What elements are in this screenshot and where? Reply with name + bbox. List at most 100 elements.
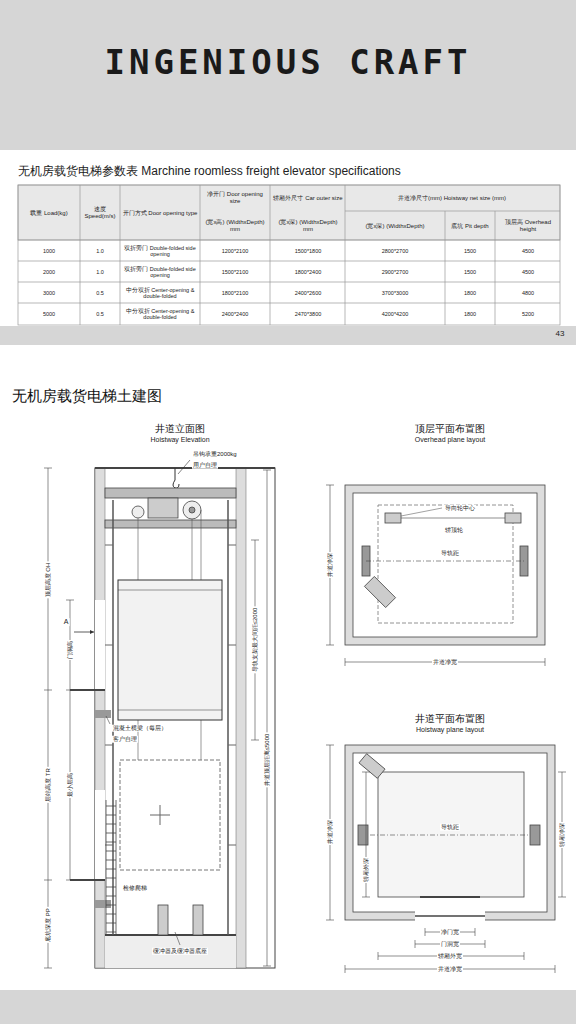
dimension-line	[263, 470, 271, 471]
background-band	[0, 326, 576, 345]
hoistway-plan	[358, 825, 368, 845]
overhead-plan	[345, 485, 545, 645]
callout-label: 客户自理	[112, 736, 138, 743]
overhead-plan	[385, 513, 401, 523]
view-subtitle: Hoistway plane layout	[416, 726, 484, 734]
hoistway-elevation	[95, 467, 275, 469]
hoistway-plan	[420, 896, 480, 898]
hoist-rope	[201, 510, 202, 580]
rail-bracket	[105, 545, 113, 546]
view-subtitle: Hoistway Elevation	[150, 436, 209, 444]
table-header: 载重 Load(kg)	[20, 210, 78, 217]
dimension-line	[475, 928, 476, 936]
dimension-line	[326, 645, 334, 646]
table-header: 轿厢外尺寸 Car outer size	[273, 195, 343, 202]
dimension-line	[251, 540, 259, 541]
table-header: (宽x高) (WidthxDepth) mm	[201, 219, 269, 232]
view-title: 顶层平面布置图	[415, 423, 485, 434]
dimension-label: 导轨距	[440, 824, 460, 831]
table-cell: 4800	[497, 289, 559, 295]
machine-beam	[105, 488, 236, 528]
dimension-line	[175, 932, 180, 945]
hoistway-plan	[415, 911, 485, 921]
hoist-hook	[178, 460, 190, 474]
overhead-plan	[401, 518, 505, 519]
table-cell: 3000	[20, 289, 78, 295]
view-title: 井道平面布置图	[415, 713, 485, 724]
view-subtitle: Overhead plane layout	[415, 436, 485, 444]
callout-label: 缓冲器及缓冲器底座	[152, 948, 208, 955]
hoistway-elevation	[70, 879, 105, 881]
dimension-line	[44, 468, 52, 469]
dimension-line	[66, 600, 74, 601]
dimension-label: 井道净宽	[432, 659, 458, 666]
spec-table	[18, 185, 560, 325]
spec-table	[18, 282, 560, 283]
dimension-line	[44, 968, 52, 969]
inspection-ladder	[106, 842, 116, 843]
table-cell: 3700*3000	[347, 289, 443, 295]
floor-arrow	[74, 632, 94, 633]
rail-bracket	[228, 545, 236, 546]
table-cell: 1800	[446, 311, 494, 317]
spec-table	[18, 303, 560, 304]
table-cell: 1.0	[81, 247, 119, 253]
hoistway-plan	[345, 745, 555, 921]
callout-label: 导向轮中心	[444, 505, 476, 512]
note-label: 用户自理	[192, 462, 218, 469]
elevator-car	[118, 580, 222, 720]
table-cell: 中分双折 Center-opening & double-folded	[122, 286, 198, 298]
spec-table	[445, 211, 446, 325]
table-header: 开门方式 Door opening type	[122, 210, 198, 217]
dimension-line	[362, 897, 370, 898]
overhead-plan	[401, 508, 442, 516]
dimension-label: 轿厢外宽	[437, 953, 463, 960]
inspection-ladder	[106, 914, 116, 915]
rail-bracket	[105, 545, 236, 845]
inspection-ladder	[106, 833, 116, 834]
table-cell: 中分双折 Center-opening & double-folded	[122, 308, 198, 320]
spec-table	[345, 185, 346, 325]
guide-rail	[227, 500, 229, 935]
dimension-line	[263, 966, 271, 967]
dimension-label: 井道顶层距离≤5000	[264, 733, 271, 788]
inspection-ladder	[106, 860, 116, 861]
spec-table	[18, 185, 560, 240]
hoistway-plan	[378, 772, 524, 897]
dimension-line	[326, 485, 545, 666]
spec-table	[495, 211, 496, 325]
machine-beam	[132, 506, 144, 518]
hoistway-plan	[353, 753, 547, 912]
elevator-car	[120, 760, 220, 870]
inspection-ladder	[106, 869, 116, 870]
dimension-line	[267, 470, 268, 966]
view-marker: A	[63, 618, 70, 626]
dimension-line	[362, 772, 370, 773]
inspection-ladder	[106, 923, 116, 924]
table-title: 无机房载货电梯参数表 Marchine roomless freight ele…	[18, 165, 401, 178]
inspection-ladder	[106, 932, 116, 933]
dimension-line	[345, 965, 346, 973]
overhead-plan	[345, 485, 545, 645]
table-cell: 双折旁门 Double-folded side opening	[122, 244, 198, 256]
floor-arrow	[74, 632, 94, 633]
callout-label: 混凝土横梁（每层）	[112, 725, 168, 732]
machine-beam	[189, 507, 195, 513]
dimension-label: 导轨支架最大间距≤2000	[252, 607, 259, 674]
hoistway-elevation	[70, 468, 275, 968]
table-cell: 4500	[497, 247, 559, 253]
table-cell: 0.5	[81, 311, 119, 317]
hoist-hook	[173, 480, 179, 488]
table-cell: 1500*2100	[201, 268, 269, 274]
note-label: 吊钩承重2000kg	[192, 451, 238, 458]
dimension-label: 底坑深度 PP	[45, 907, 52, 943]
inspection-ladder	[106, 815, 116, 816]
table-cell: 双折旁门 Double-folded side opening	[122, 265, 198, 277]
spec-table	[80, 185, 81, 325]
buffer	[193, 905, 203, 935]
dimension-label: 井道净深	[327, 552, 334, 578]
drawing-title: 无机房载货电梯土建图	[12, 388, 162, 405]
table-header: 顶层高 Overhead height	[497, 219, 559, 232]
dimension-label: 门洞宽	[440, 941, 460, 948]
buffer	[158, 905, 203, 935]
